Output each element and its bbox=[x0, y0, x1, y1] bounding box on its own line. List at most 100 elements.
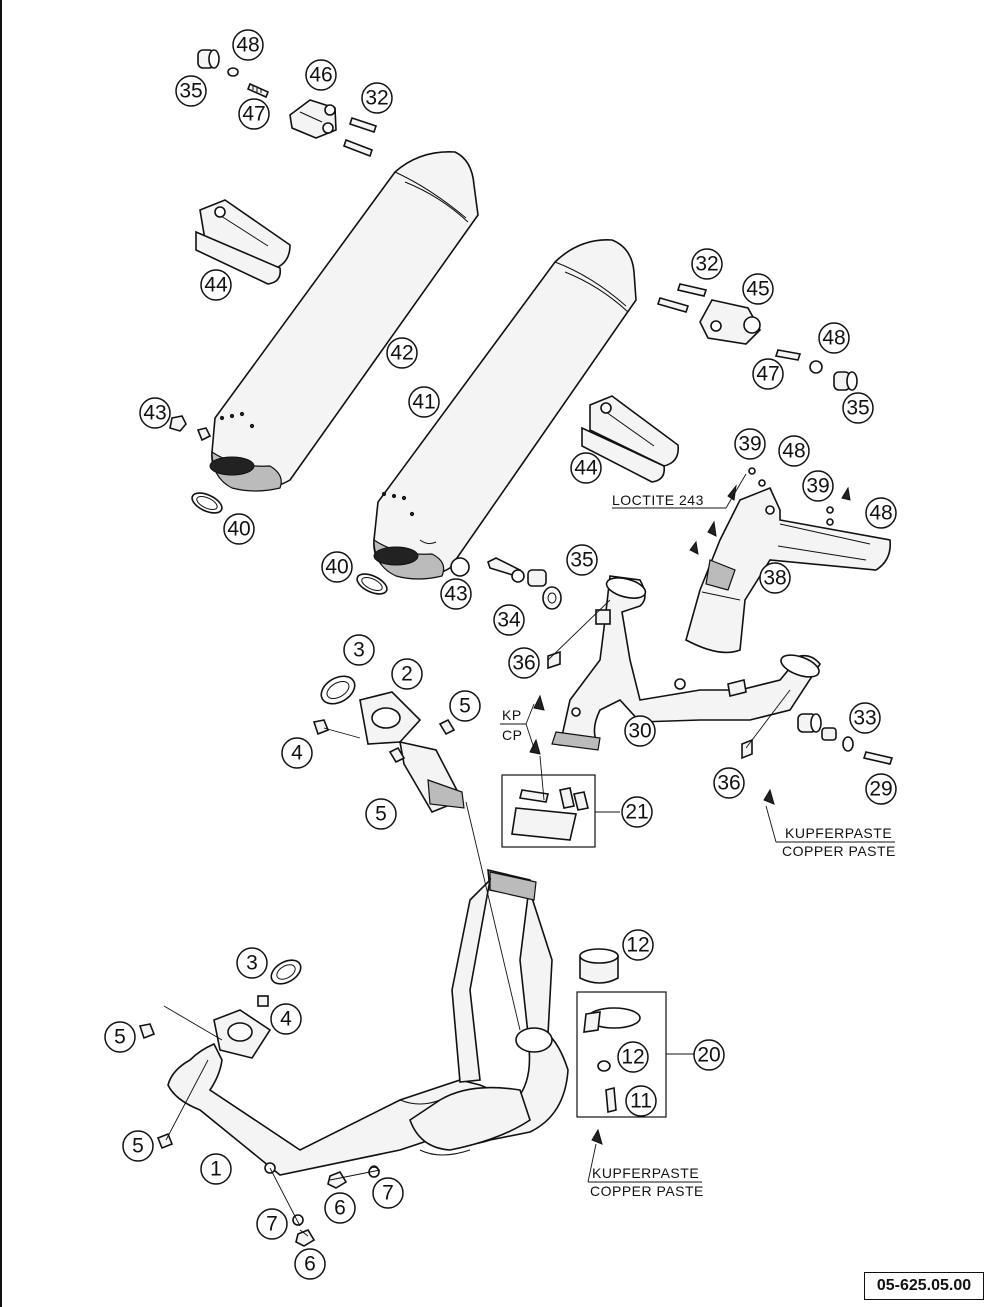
callout-32-top: 32 bbox=[361, 82, 393, 114]
note-kupferpaste-lower: KUPFERPASTE bbox=[592, 1165, 699, 1181]
callout-5-upper-right: 5 bbox=[449, 690, 481, 722]
callout-5-lower-top: 5 bbox=[104, 1021, 136, 1053]
svg-text:29: 29 bbox=[869, 778, 892, 801]
muffler-40 bbox=[373, 239, 637, 580]
muffler-41 bbox=[209, 151, 479, 492]
svg-text:33: 33 bbox=[853, 707, 876, 730]
callout-7-left: 7 bbox=[256, 1208, 288, 1240]
callout-21: 12 bbox=[622, 929, 654, 961]
callout-47-top: 48 bbox=[232, 29, 264, 61]
svg-text:44: 44 bbox=[574, 457, 598, 480]
svg-text:5: 5 bbox=[375, 803, 387, 826]
callout-36-left: 36 bbox=[508, 647, 540, 679]
clamp-44 bbox=[656, 283, 858, 391]
callout-5-upper: 5 bbox=[365, 798, 397, 830]
callout-45: 46 bbox=[305, 59, 337, 91]
notes: LOCTITE 243 KP CP KUPFERPASTE COPPER PAS… bbox=[502, 492, 896, 1199]
svg-text:30: 30 bbox=[628, 720, 651, 743]
screw-36-left bbox=[529, 650, 561, 755]
heat-shield-37 bbox=[685, 486, 892, 654]
callout-5-lower-bottom: 5 bbox=[122, 1130, 154, 1162]
svg-text:48: 48 bbox=[236, 34, 259, 57]
svg-text:32: 32 bbox=[695, 253, 718, 276]
callout-3-upper: 3 bbox=[343, 634, 375, 666]
left-border-line bbox=[0, 0, 2, 1307]
callout-43-left: 44 bbox=[200, 269, 232, 301]
gasket-39-right bbox=[356, 573, 388, 595]
callout-38-right: 39 bbox=[802, 470, 834, 502]
nut-42-left bbox=[169, 415, 212, 442]
svg-text:39: 39 bbox=[806, 475, 829, 498]
callout-46-right: 47 bbox=[752, 358, 784, 390]
svg-text:38: 38 bbox=[763, 567, 786, 590]
svg-text:35: 35 bbox=[179, 80, 202, 103]
svg-text:35: 35 bbox=[846, 397, 869, 420]
group-30 bbox=[501, 774, 596, 848]
callout-31: 30 bbox=[624, 715, 656, 747]
svg-text:48: 48 bbox=[782, 440, 805, 463]
callouts: 48 35 47 46 32 44 42 41 43 40 32 45 48 4… bbox=[104, 29, 897, 1280]
svg-text:6: 6 bbox=[304, 1253, 316, 1276]
svg-text:39: 39 bbox=[738, 433, 761, 456]
svg-text:1: 1 bbox=[210, 1158, 222, 1181]
callout-36-right: 36 bbox=[713, 767, 745, 799]
callout-12: 12 bbox=[617, 1041, 649, 1073]
callout-41: 42 bbox=[386, 337, 418, 369]
group-20 bbox=[576, 991, 667, 1145]
svg-text:34: 34 bbox=[497, 609, 521, 632]
callout-35-mid: 35 bbox=[566, 544, 598, 576]
callout-33: 33 bbox=[849, 702, 881, 734]
hanger-43-left bbox=[195, 199, 291, 285]
callout-47-right: 48 bbox=[818, 322, 850, 354]
svg-text:3: 3 bbox=[353, 639, 365, 662]
callout-11: 11 bbox=[625, 1085, 657, 1117]
note-copper-paste-upper: COPPER PASTE bbox=[782, 843, 896, 859]
bolt-34-assembly bbox=[487, 557, 562, 610]
svg-text:45: 45 bbox=[746, 278, 769, 301]
svg-text:47: 47 bbox=[242, 103, 265, 126]
svg-text:4: 4 bbox=[291, 742, 303, 765]
callout-7-right: 7 bbox=[372, 1177, 404, 1209]
callout-42-right: 43 bbox=[440, 578, 472, 610]
hanger-43-right bbox=[581, 395, 680, 483]
callout-34: 34 bbox=[493, 604, 525, 636]
callout-46-top: 47 bbox=[238, 98, 270, 130]
gasket-39-left bbox=[191, 492, 223, 514]
svg-text:43: 43 bbox=[444, 583, 467, 606]
callout-44: 45 bbox=[742, 273, 774, 305]
svg-text:43: 43 bbox=[143, 402, 166, 425]
note-copper-paste-lower: COPPER PASTE bbox=[590, 1183, 704, 1199]
callout-30: 21 bbox=[621, 796, 653, 828]
svg-text:40: 40 bbox=[325, 556, 348, 579]
screws-38-48 bbox=[689, 467, 851, 555]
svg-text:12: 12 bbox=[626, 934, 649, 957]
callout-38-top: 39 bbox=[734, 428, 766, 460]
callout-37: 38 bbox=[759, 562, 791, 594]
svg-text:40: 40 bbox=[227, 518, 250, 541]
flange-assembly-upper bbox=[312, 675, 465, 813]
svg-text:5: 5 bbox=[114, 1026, 126, 1049]
callout-39-right: 40 bbox=[321, 551, 353, 583]
leader-lines bbox=[163, 473, 895, 1237]
callout-20: 20 bbox=[693, 1039, 725, 1071]
callout-42-left: 43 bbox=[139, 397, 171, 429]
svg-text:7: 7 bbox=[266, 1213, 278, 1236]
svg-text:44: 44 bbox=[204, 274, 228, 297]
cap-42 bbox=[450, 557, 470, 577]
svg-text:11: 11 bbox=[630, 1090, 652, 1113]
svg-text:42: 42 bbox=[390, 342, 413, 365]
callout-43-right: 44 bbox=[570, 452, 602, 484]
callout-4-lower: 4 bbox=[270, 1003, 302, 1035]
callout-48-top: 48 bbox=[778, 435, 810, 467]
svg-text:5: 5 bbox=[132, 1135, 144, 1158]
svg-text:41: 41 bbox=[412, 391, 435, 414]
bushing-33-assembly bbox=[797, 713, 894, 765]
rear-pipe-31 bbox=[551, 575, 821, 751]
svg-text:12: 12 bbox=[621, 1046, 644, 1069]
callout-2: 2 bbox=[391, 658, 423, 690]
sleeve-21 bbox=[579, 948, 619, 984]
svg-text:20: 20 bbox=[697, 1044, 720, 1067]
callout-1: 1 bbox=[200, 1153, 232, 1185]
svg-text:21: 21 bbox=[625, 801, 648, 824]
